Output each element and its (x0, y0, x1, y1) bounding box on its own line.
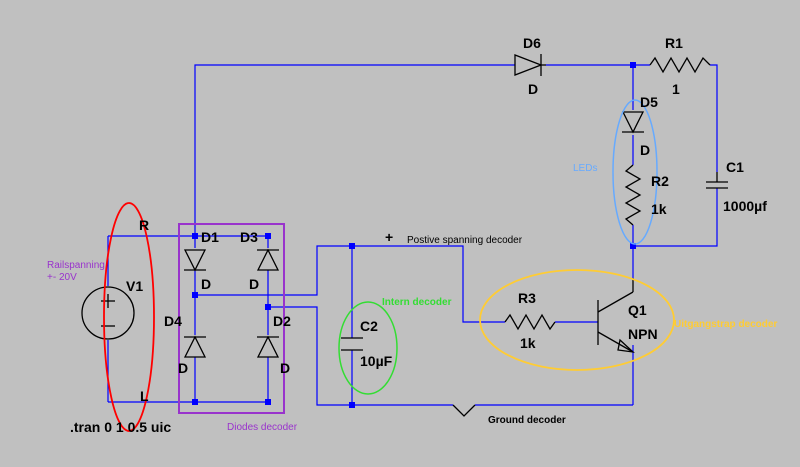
resistor-r3-symbol (504, 313, 556, 331)
r1-value-label: 1 (672, 81, 680, 97)
resistor-r2-symbol (624, 164, 642, 226)
junction-dot (192, 399, 198, 405)
intern-decoder-label: Intern decoder (382, 297, 452, 308)
d1-name-label: D1 (201, 229, 219, 245)
wire-top-left (194, 64, 515, 233)
capacitor-c1-symbol (706, 172, 728, 189)
positive-decoder-label: Postive spanning decoder (407, 235, 523, 246)
q1-model-label: NPN (628, 326, 658, 342)
junction-dot (192, 292, 198, 298)
diode-d4-symbol (183, 335, 207, 358)
diode-d1-symbol (183, 249, 207, 272)
d3-model-label: D (249, 276, 259, 292)
junction-dot (630, 243, 636, 249)
uitgangstrap-ellipse (479, 269, 675, 371)
r2-value-label: 1k (651, 201, 667, 217)
ground-decoder-symbol (452, 404, 476, 417)
junctions (192, 62, 636, 408)
q1-name-label: Q1 (628, 302, 647, 318)
d2-name-label: D2 (273, 313, 291, 329)
d6-name-label: D6 (523, 35, 541, 51)
v1-name-label: V1 (126, 278, 143, 294)
d2-model-label: D (280, 360, 290, 376)
c2-name-label: C2 (360, 318, 378, 334)
c1-value-label: 1000µf (723, 198, 767, 214)
voltage-source-v1-symbol (81, 286, 135, 340)
diodes-decoder-box (178, 223, 285, 414)
junction-dot (265, 304, 271, 310)
d3-name-label: D3 (240, 229, 258, 245)
r3-name-label: R3 (518, 290, 536, 306)
ground-decoder-label: Ground decoder (488, 415, 566, 426)
d1-model-label: D (201, 276, 211, 292)
uitgangstrap-label: Uitgangstrap decoder (674, 319, 777, 330)
railspanning-value-label: +- 20V (47, 272, 77, 283)
junction-dot (265, 399, 271, 405)
d5-model-label: D (640, 142, 650, 158)
r1-name-label: R1 (665, 35, 683, 51)
diodes-decoder-label: Diodes decoder (227, 422, 298, 433)
wire-c1-bottom (633, 188, 718, 247)
leds-label: LEDs (573, 163, 597, 174)
positive-sign: + (385, 229, 393, 245)
wire-r1-c1 (710, 64, 718, 172)
junction-dot (630, 62, 636, 68)
resistor-r1-symbol (649, 56, 711, 74)
wire-positive (195, 245, 505, 323)
tran-directive: .tran 0 1 0.5 uic (70, 419, 171, 435)
diode-d2-symbol (256, 335, 280, 358)
railspanning-label: Railspanning (47, 260, 105, 271)
junction-dot (349, 402, 355, 408)
c1-name-label: C1 (726, 159, 744, 175)
v1-highlight-ellipse (103, 202, 155, 432)
junction-dot (349, 243, 355, 249)
v1-plus-pin-label: R (139, 217, 149, 233)
d5-name-label: D5 (640, 94, 658, 110)
intern-decoder-ellipse (338, 301, 398, 395)
c2-value-label: 10µF (360, 353, 393, 369)
junction-dot (265, 233, 271, 239)
diode-d3-symbol (256, 248, 280, 271)
capacitor-c2-symbol (341, 337, 363, 351)
wire-ground-left (268, 306, 453, 406)
r2-name-label: R2 (651, 173, 669, 189)
diode-d5-symbol (621, 111, 645, 134)
d4-model-label: D (178, 360, 188, 376)
diode-d6-symbol (514, 54, 546, 76)
junction-dot (192, 233, 198, 239)
leds-highlight-ellipse (612, 99, 658, 245)
d6-model-label: D (528, 81, 538, 97)
transistor-q1-symbol (597, 278, 635, 353)
v1-minus-pin-label: L (140, 388, 149, 404)
d4-name-label: D4 (164, 313, 182, 329)
r3-value-label: 1k (520, 335, 536, 351)
wires (107, 64, 718, 406)
